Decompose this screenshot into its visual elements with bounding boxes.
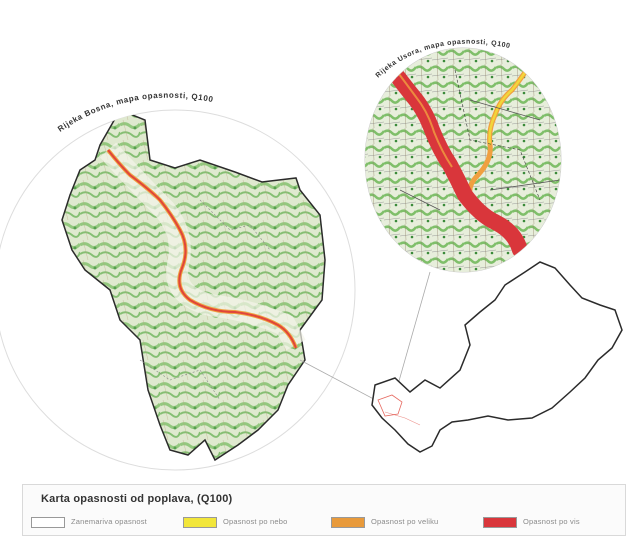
- inset-connector-line: [394, 271, 431, 396]
- legend: Karta opasnosti od poplava, (Q100) Zanem…: [22, 484, 626, 536]
- legend-label-negligible: Zanemariva opasnost: [71, 517, 147, 526]
- left-connector-line: [299, 359, 386, 406]
- legend-swatch-high: [483, 517, 517, 528]
- left-municipality-map: [61, 110, 326, 462]
- region-highlight: [377, 394, 403, 417]
- legend-swatch-medium: [331, 517, 365, 528]
- legend-title: Karta opasnosti od poplava, (Q100): [41, 493, 233, 505]
- legend-swatch-negligible: [31, 517, 65, 528]
- inset-map: [365, 48, 561, 272]
- left-map-circle-frame: [0, 109, 356, 471]
- legend-label-medium: Opasnost po veliku: [371, 517, 439, 526]
- legend-label-high: Opasnost po vis: [523, 517, 580, 526]
- region-outline: [371, 261, 623, 453]
- left-municipality-area: [61, 110, 326, 462]
- legend-items: Zanemariva opasnost Opasnost po nebo Opa…: [31, 515, 619, 531]
- legend-swatch-low: [183, 517, 217, 528]
- legend-label-low: Opasnost po nebo: [223, 517, 288, 526]
